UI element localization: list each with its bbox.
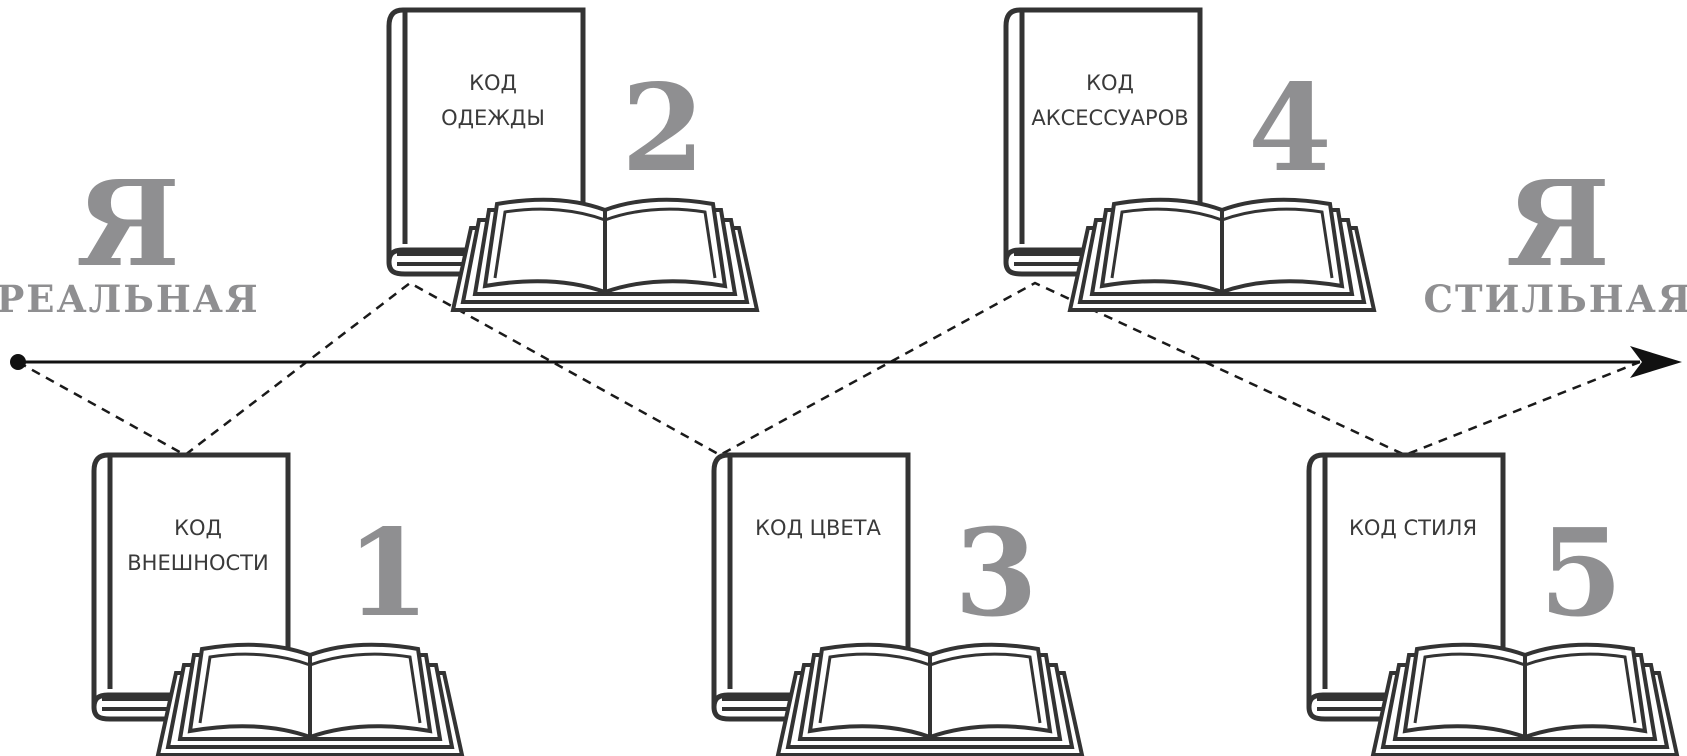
book-group-2: КОД ОДЕЖДЫ 2 — [389, 10, 757, 310]
start-big-letter: Я — [76, 154, 180, 293]
end-big-letter: Я — [1506, 154, 1610, 293]
dashed-path — [18, 283, 1640, 455]
book-title-line: КОД — [1086, 71, 1134, 95]
book-group-4: КОД АКСЕССУАРОВ 4 — [1006, 10, 1374, 310]
book-number: 4 — [1248, 58, 1332, 199]
book-number: 2 — [621, 58, 705, 199]
timeline-arrow — [10, 346, 1682, 378]
book-title-line: ОДЕЖДЫ — [441, 106, 545, 130]
book-title-line: КОД — [469, 71, 517, 95]
book-title-line: АКСЕССУАРОВ — [1031, 106, 1188, 130]
book-group-3: КОД ЦВЕТА 3 — [714, 455, 1082, 755]
end-label: СТИЛЬНАЯ — [1424, 277, 1687, 321]
book-group-5: КОД СТИЛЯ 5 — [1309, 455, 1677, 755]
book-number: 5 — [1539, 503, 1623, 644]
book-number: 1 — [346, 503, 430, 644]
book-title-line: КОД СТИЛЯ — [1349, 516, 1477, 540]
start-label: РЕАЛЬНАЯ — [0, 277, 260, 321]
start-dot-icon — [10, 354, 26, 370]
book-title-line: КОД — [174, 516, 222, 540]
book-title-line: ВНЕШНОСТИ — [127, 551, 268, 575]
book-title-line: КОД ЦВЕТА — [755, 516, 881, 540]
book-number: 3 — [954, 503, 1038, 644]
book-group-1: КОД ВНЕШНОСТИ 1 — [94, 455, 462, 755]
